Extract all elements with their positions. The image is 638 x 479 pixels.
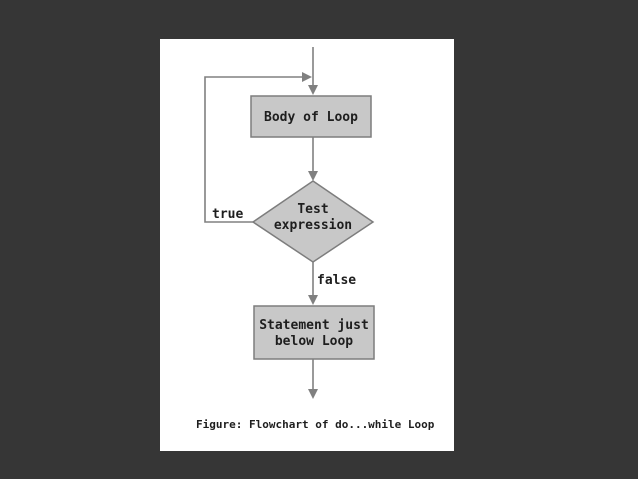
- test-expression-label-line2: expression: [274, 218, 352, 233]
- false-edge-label: false: [317, 273, 356, 288]
- statement-label-line1: Statement just: [259, 318, 369, 333]
- statement-label-line2: below Loop: [275, 334, 353, 349]
- body-of-loop-box: [250, 95, 372, 138]
- flowchart-diagram: Body of Loop Test expression true false …: [196, 47, 435, 431]
- statement-below-loop-box: [253, 305, 375, 360]
- true-edge-label: true: [212, 207, 243, 222]
- body-of-loop-label: Body of Loop: [264, 110, 358, 125]
- figure-caption: Figure: Flowchart of do...while Loop: [196, 418, 435, 431]
- true-loop-back-path: [204, 72, 312, 223]
- figure-card: Body of Loop Test expression true false …: [160, 39, 454, 451]
- test-expression-label-line1: Test: [297, 202, 328, 217]
